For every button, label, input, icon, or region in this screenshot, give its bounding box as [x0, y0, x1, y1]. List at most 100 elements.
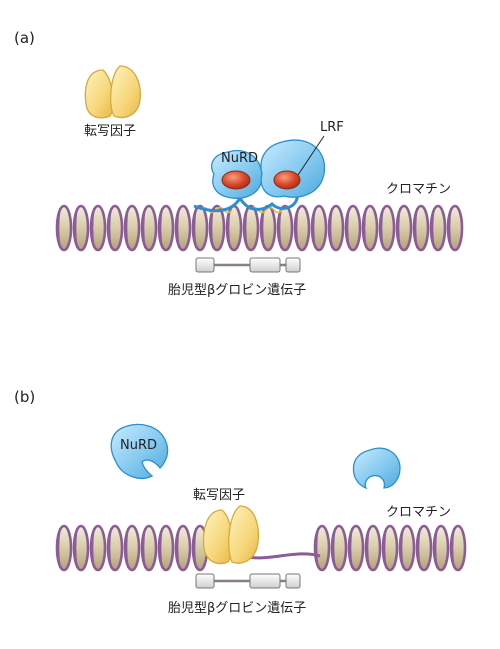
histone-stripe [125, 207, 129, 249]
histone-stripe [159, 207, 163, 249]
lrf-complex [260, 139, 326, 198]
histone-stripe [451, 527, 455, 569]
histone-stripe [346, 207, 350, 249]
nucleosome [398, 524, 416, 572]
histone-stripe [366, 527, 370, 569]
histone-stripe [448, 207, 452, 249]
free-nurd-shape [110, 423, 169, 479]
nucleosome [106, 204, 124, 252]
histone-stripe [125, 527, 129, 569]
transcription-factor-label: 転写因子 [84, 124, 136, 139]
nucleosome [191, 204, 209, 252]
lrf-pointer [297, 135, 325, 176]
nurd-complex [211, 150, 263, 199]
histone-stripe [414, 207, 418, 249]
chromatin-fiber-right [313, 524, 467, 572]
nucleosome [174, 204, 192, 252]
histone-stripe [312, 207, 316, 249]
histone-stripe [57, 527, 61, 569]
transcription-factor-shape [84, 65, 141, 119]
histone-stripe [332, 527, 336, 569]
chromatin-label: クロマチン [386, 182, 451, 197]
chromatin-fiber-left [55, 524, 209, 572]
nucleosome [123, 524, 141, 572]
nucleosome [327, 204, 345, 252]
dna-link [193, 192, 299, 213]
nucleosome [89, 204, 107, 252]
globin-gene-shape-b [195, 573, 301, 589]
nucleosome [415, 524, 433, 572]
nucleosome [347, 524, 365, 572]
nucleosome [310, 204, 328, 252]
gene-label: 胎児型βグロビン遺伝子 [168, 283, 306, 298]
nucleosome [361, 204, 379, 252]
nucleosome [412, 204, 430, 252]
histone-stripe [91, 207, 95, 249]
histone-stripe [176, 527, 180, 569]
histone-stripe [57, 207, 61, 249]
free-lrf-shape [352, 447, 401, 490]
panel-b: (b) NuRD クロマチン 転写因子 胎児型βグロビン遺伝子 [14, 388, 467, 616]
nucleosome [242, 204, 260, 252]
histone-stripe [315, 527, 319, 569]
nucleosome [446, 204, 464, 252]
panel-a: (a) 転写因子 クロマチン NuRD LRF [14, 29, 464, 298]
histone-stripe [108, 527, 112, 569]
nucleosome [381, 524, 399, 572]
histone-stripe [91, 527, 95, 569]
gene-exon [285, 257, 301, 273]
nucleosome [293, 204, 311, 252]
histone-stripe [400, 527, 404, 569]
nucleosome [432, 524, 450, 572]
histone-stripe [434, 527, 438, 569]
histone-stripe [142, 207, 146, 249]
histone-stripe [142, 527, 146, 569]
histone-stripe [363, 207, 367, 249]
histone-stripe [74, 527, 78, 569]
nucleosome [174, 524, 192, 572]
gene-label-b: 胎児型βグロビン遺伝子 [168, 601, 306, 616]
histone-stripe [159, 527, 163, 569]
histone-stripe [176, 207, 180, 249]
gene-exon [249, 573, 281, 589]
nucleosome [140, 524, 158, 572]
gene-exon [249, 257, 281, 273]
nucleosome [123, 204, 141, 252]
histone-stripe [295, 207, 299, 249]
histone-stripe [244, 207, 248, 249]
histone-stripe [431, 207, 435, 249]
nucleosome [313, 524, 331, 572]
panel-b-label: (b) [14, 388, 35, 406]
histone-stripe [397, 207, 401, 249]
gene-exon [285, 573, 301, 589]
globin-gene-shape [195, 257, 301, 273]
nucleosome [89, 524, 107, 572]
histone-stripe [193, 527, 197, 569]
nucleosome [276, 204, 294, 252]
histone-stripe [74, 207, 78, 249]
chromatin-fiber [55, 204, 464, 252]
free-nurd-label: NuRD [120, 438, 157, 453]
nucleosome [364, 524, 382, 572]
nucleosome [55, 524, 73, 572]
histone-stripe [383, 527, 387, 569]
chromatin-label-b: クロマチン [386, 505, 451, 520]
gene-exon [195, 257, 215, 273]
nucleosome [378, 204, 396, 252]
histone-stripe [349, 527, 353, 569]
histone-stripe [108, 207, 112, 249]
gene-exon [195, 573, 215, 589]
nucleosome [72, 204, 90, 252]
nucleosome [157, 524, 175, 572]
histone-stripe [380, 207, 384, 249]
bound-transcription-factor-label: 転写因子 [193, 488, 245, 503]
nucleosome [55, 204, 73, 252]
histone-stripe [193, 207, 197, 249]
nucleosome [157, 204, 175, 252]
nurd-label: NuRD [221, 151, 258, 166]
histone-stripe [329, 207, 333, 249]
panel-a-label: (a) [14, 29, 35, 47]
bound-transcription-factor-shape [202, 505, 260, 565]
